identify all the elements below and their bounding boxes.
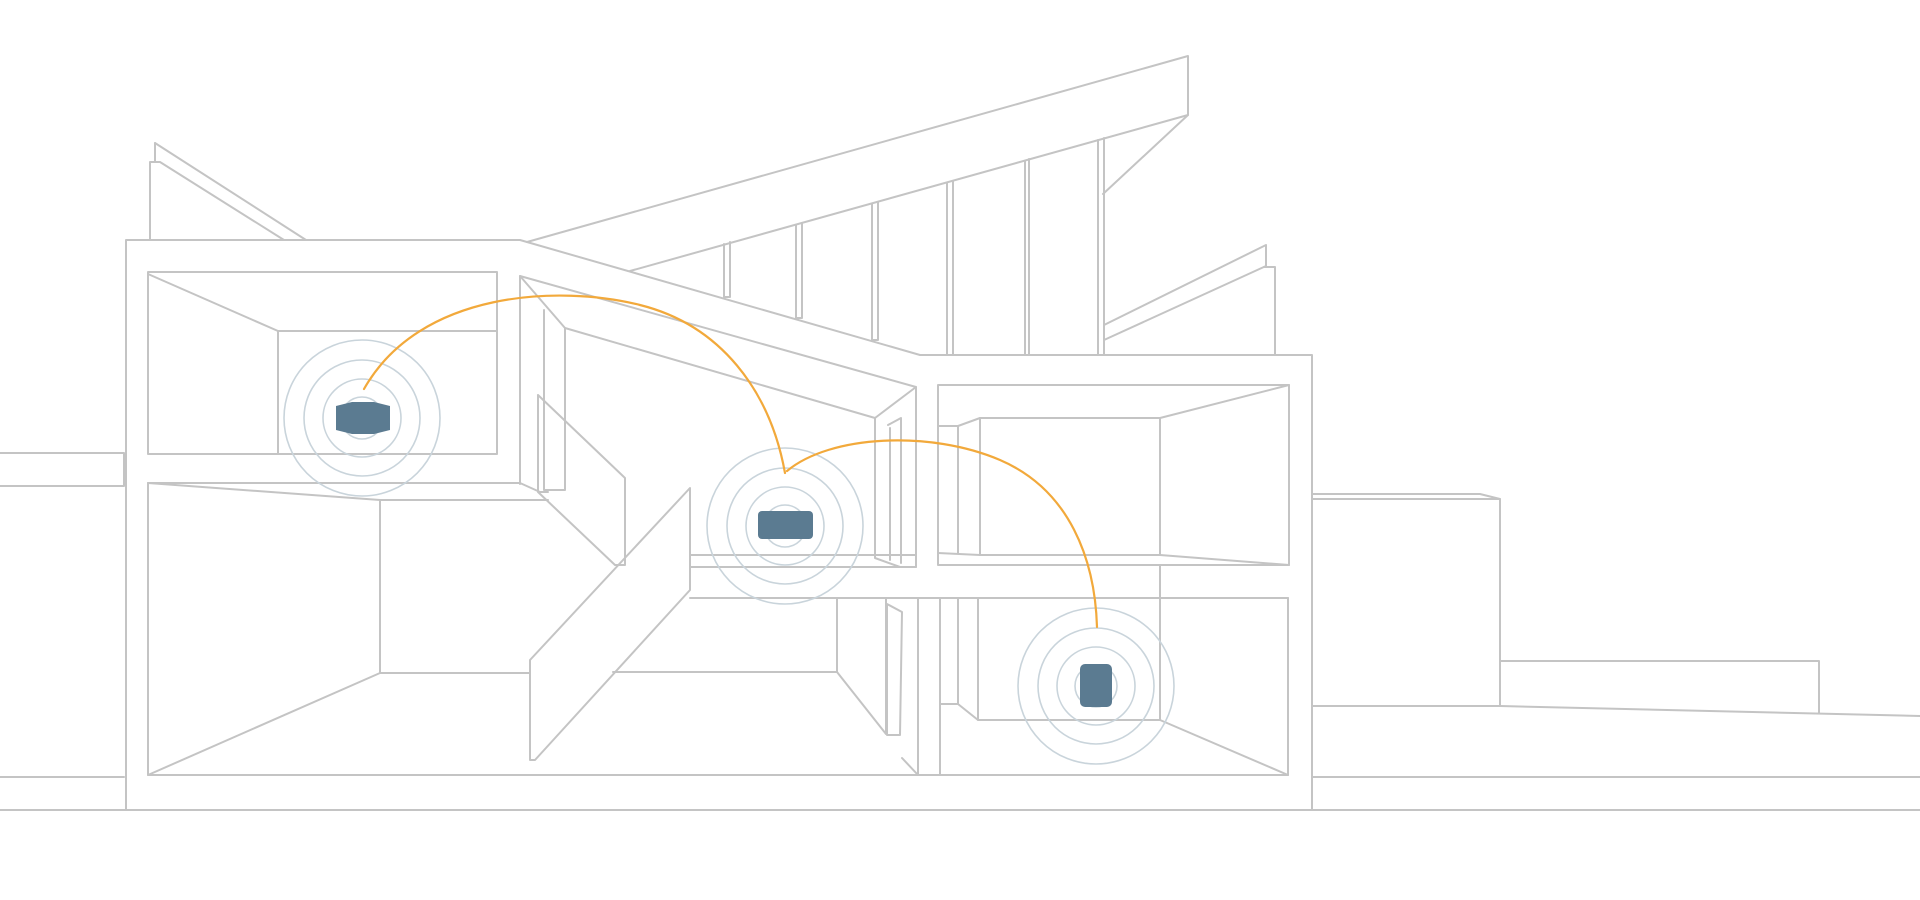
- right-terrace-floor: [1499, 705, 1920, 717]
- upper-left-room-back: [147, 273, 498, 332]
- devices: [336, 402, 1112, 707]
- upper-right-room-corner-2: [1159, 554, 1290, 566]
- lower-mid-room-side: [836, 597, 887, 735]
- left-ground-ledge: [0, 452, 125, 487]
- right-terrace: [1499, 660, 1820, 714]
- right-annex: [1311, 493, 1501, 707]
- middle-floor-slab: [689, 554, 917, 568]
- lower-right-room: [939, 597, 1289, 776]
- lower-right-room-corner: [1159, 719, 1289, 776]
- house-outline: [0, 55, 1920, 811]
- coverage-rings-router: [283, 339, 441, 497]
- lower-left-room: [147, 482, 1289, 776]
- mesh-links: [362, 294, 1099, 629]
- stair-upper-block: [537, 394, 626, 566]
- upper-right-room: [937, 384, 1290, 566]
- upper-mid-room-ceiling: [519, 275, 917, 568]
- right-roof-post: [1263, 266, 1276, 356]
- upper-right-room-door-2: [957, 417, 981, 556]
- upper-right-room-back: [979, 417, 1161, 556]
- lower-right-room-door-2: [957, 703, 979, 721]
- link-middle-to-lower: [785, 439, 1099, 629]
- mesh-node-device-lower: [1080, 664, 1112, 707]
- main-roof-top: [526, 55, 1189, 272]
- upper-mid-room-back-wall: [874, 417, 901, 568]
- stair-ramp: [529, 487, 691, 761]
- coverage-rings-node-lower: [1017, 607, 1175, 765]
- upper-left-room: [147, 271, 498, 455]
- lower-mid-room-back: [612, 597, 838, 673]
- lower-right-room-door: [939, 597, 959, 705]
- lower-mid-room-post: [901, 597, 919, 776]
- outer-shell: [125, 239, 1313, 811]
- upper-mid-room-back: [519, 275, 917, 419]
- upper-right-room-corner-1: [1159, 384, 1290, 419]
- left-roof-slope: [154, 142, 307, 241]
- upper-mid-room-post-2: [887, 417, 902, 564]
- main-roof-brace: [1102, 114, 1189, 195]
- mesh-node-device-middle: [758, 511, 813, 539]
- mesh-router-device: [336, 402, 390, 434]
- right-roof-piece: [1103, 244, 1267, 341]
- lower-mid-room-door: [886, 603, 903, 736]
- lower-left-room-back: [147, 482, 381, 776]
- wifi-coverage: [283, 339, 1175, 765]
- left-roof-piece: [149, 161, 285, 241]
- upper-mid-room-post: [543, 309, 566, 491]
- link-router-to-middle: [362, 294, 787, 475]
- upper-right-room-floor: [937, 552, 981, 556]
- first-floor-edge: [147, 482, 549, 493]
